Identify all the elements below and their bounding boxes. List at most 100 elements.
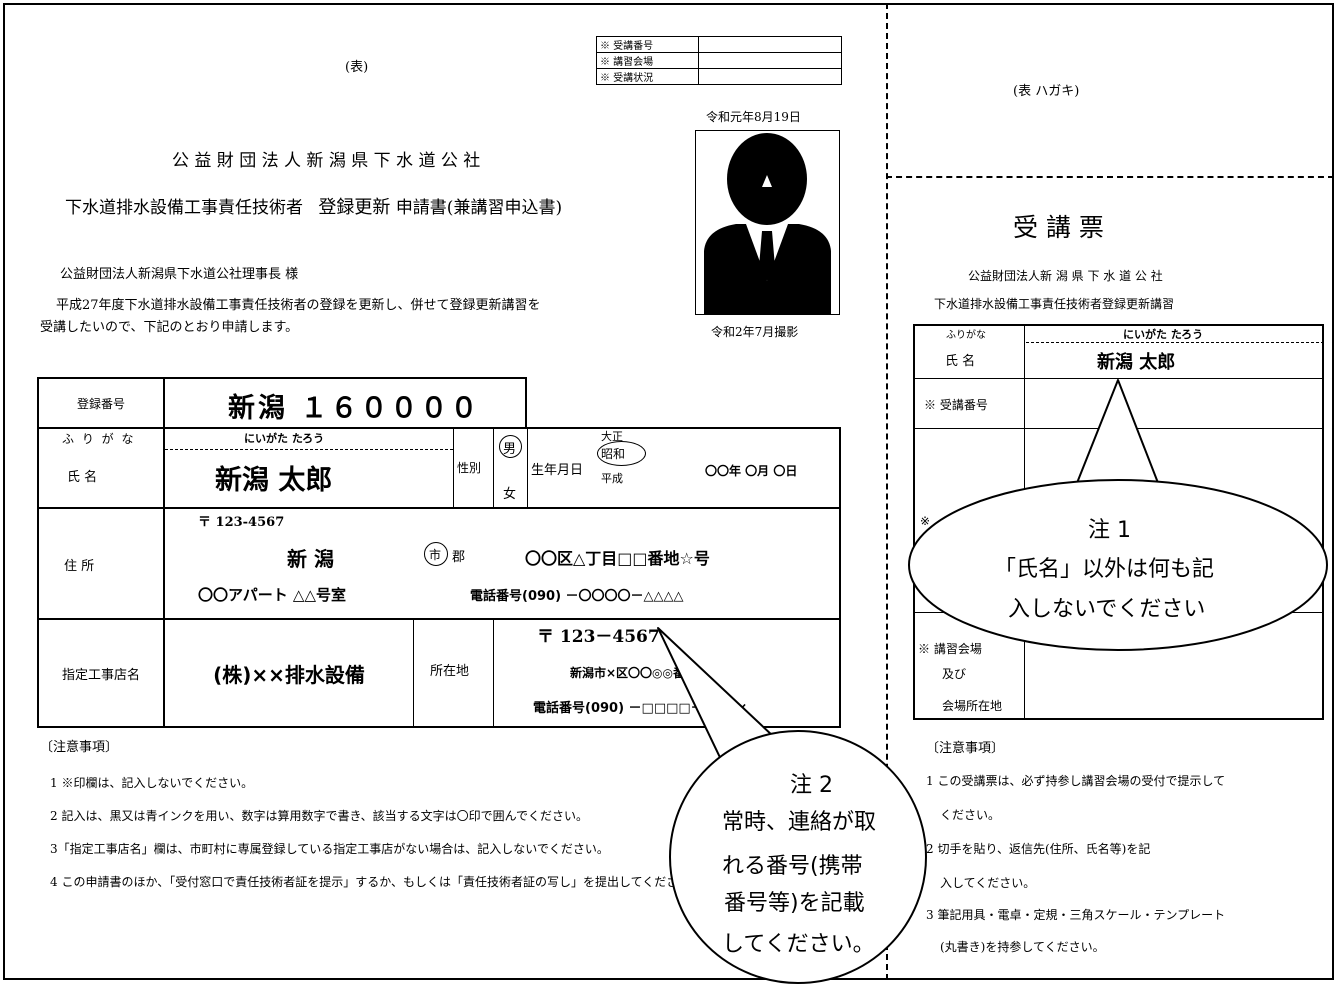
form-title-part: 下水道排水設備工事責任技術者 bbox=[65, 198, 303, 218]
card-table bbox=[913, 324, 1324, 720]
addressee: 公益財団法人新潟県下水道公社理事長 様 bbox=[60, 267, 299, 282]
era-option: 昭和 bbox=[601, 447, 626, 461]
callout-2-text: 常時、連絡が取 bbox=[722, 810, 877, 835]
furigana-value: にいがた たろう bbox=[244, 432, 325, 445]
address-street: 〇〇区△丁目□□番地☆号 bbox=[525, 549, 710, 568]
front-label: (表) bbox=[345, 60, 369, 75]
application-date: 令和元年8月19日 bbox=[706, 110, 801, 124]
id-photo bbox=[695, 130, 840, 315]
birth-label: 生年月日 bbox=[531, 463, 584, 478]
form-title-part: 登録更新 bbox=[318, 197, 391, 218]
callout-bubble-2 bbox=[669, 730, 927, 984]
label-column-divider bbox=[163, 377, 165, 728]
location-label: 所在地 bbox=[430, 664, 470, 679]
notes-heading: 〔注意事項〕 bbox=[40, 740, 119, 755]
address-building: 〇〇アパート △△号室 bbox=[198, 586, 346, 604]
status-value bbox=[698, 68, 842, 85]
card-org: 公益財団法人新 潟 県 下 水 道 公 社 bbox=[968, 269, 1163, 283]
cell-divider bbox=[453, 427, 454, 507]
organization-name: 公 益 財 団 法 人 新 潟 県 下 水 道 公 社 bbox=[172, 151, 481, 171]
applicant-phone: 電話番号(090) －〇〇〇〇－△△△△ bbox=[470, 589, 684, 604]
card-row-divider bbox=[913, 378, 1324, 379]
photo-caption: 令和2年7月撮影 bbox=[711, 325, 799, 339]
callout-2-title: 注 2 bbox=[790, 773, 833, 798]
registration-number: 新潟 １６００００ bbox=[228, 393, 481, 424]
page-frame bbox=[3, 3, 1334, 980]
callout-bubble-1 bbox=[1074, 379, 1161, 489]
cell-divider bbox=[493, 427, 494, 507]
card-venue-label: ※ 講習会場 bbox=[918, 642, 982, 656]
callout-1-text: 入しないでください bbox=[1008, 597, 1206, 622]
fold-line-horizontal bbox=[886, 176, 1334, 178]
note-item: 3「指定工事店名」欄は、市町村に専属登録している指定工事店がない場合は、記入しな… bbox=[50, 842, 609, 856]
status-label: ※ 受講状況 bbox=[596, 68, 699, 85]
callout-2-text: してください。 bbox=[722, 932, 875, 957]
row-divider bbox=[37, 618, 841, 620]
address-city: 新 潟 bbox=[287, 547, 334, 571]
furigana-label: ふ り が な bbox=[62, 432, 136, 446]
card-note-line: 3 筆記用具・電卓・定規・三角スケール・テンプレート bbox=[926, 908, 1226, 922]
selection-circle bbox=[597, 441, 646, 466]
card-note-line: 1 この受講票は、必ず持参し講習会場の受付で提示して bbox=[926, 774, 1226, 788]
card-furigana-label: ふりがな bbox=[946, 330, 986, 341]
form-title: 下水道排水設備工事責任技術者 登録更新 申請書(兼講習申込書) bbox=[65, 193, 562, 219]
shop-postal: 〒 123－4567 bbox=[537, 627, 660, 647]
card-number-label: ※ 受講番号 bbox=[924, 398, 988, 412]
callout-1-text: 「氏名」以外は何も記 bbox=[994, 557, 1215, 582]
cell-divider bbox=[493, 618, 494, 728]
sex-male: 男 bbox=[503, 442, 517, 457]
intro-line: 平成27年度下水道排水設備工事責任技術者の登録を更新し、併せて登録更新講習を bbox=[56, 298, 541, 313]
callout-bubble-1 bbox=[908, 479, 1328, 651]
selection-circle bbox=[499, 435, 522, 458]
furigana-guide bbox=[165, 449, 453, 450]
callout-2-text: 番号等)を記載 bbox=[724, 891, 865, 916]
card-venue-label: 及び bbox=[942, 667, 967, 681]
office-status-table: ※ 受講番号 ※ 講習会場 ※ 受講状況 bbox=[596, 36, 842, 85]
shop-address: 新潟市×区〇〇◎◎番地 bbox=[570, 666, 697, 680]
person-silhouette-icon bbox=[704, 133, 831, 314]
era-option: 大正 bbox=[601, 430, 623, 443]
card-title: 受 講 票 bbox=[1013, 213, 1104, 242]
sex-female: 女 bbox=[503, 487, 517, 502]
shop-label: 指定工事店名 bbox=[61, 667, 140, 683]
cell-divider bbox=[527, 427, 528, 507]
registration-label: 登録番号 bbox=[76, 396, 125, 411]
card-venue-label: 会場所在地 bbox=[942, 699, 1003, 713]
address-district: 郡 bbox=[452, 550, 466, 565]
postal-code: 〒 123-4567 bbox=[198, 515, 285, 530]
card-note-line: 2 切手を貼り、返信先(住所、氏名等)を記 bbox=[926, 842, 1151, 856]
card-furigana-value: にいがた たろう bbox=[1123, 328, 1204, 341]
sex-label: 性別 bbox=[457, 461, 482, 475]
intro-line: 受講したいので、下記のとおり申請します。 bbox=[40, 320, 299, 335]
note-item: 2 記入は、黒又は青インクを用い、数字は算用数字で書き、該当する文字は〇印で囲ん… bbox=[50, 809, 589, 823]
cell-divider bbox=[413, 618, 414, 728]
card-course: 下水道排水設備工事責任技術者登録更新講習 bbox=[934, 297, 1175, 311]
row-divider bbox=[37, 507, 841, 509]
address-city-type: 市 bbox=[429, 548, 442, 562]
card-furigana-guide bbox=[1026, 342, 1324, 343]
era-option: 平成 bbox=[601, 472, 623, 485]
card-name-label: 氏 名 bbox=[945, 354, 976, 369]
card-mid-label: ※ bbox=[920, 514, 931, 528]
applicant-name: 新潟 太郎 bbox=[215, 465, 333, 496]
note-item: 1 ※印欄は、記入しないでください。 bbox=[50, 776, 254, 790]
card-notes-heading: 〔注意事項〕 bbox=[926, 741, 1005, 756]
form-title-part: 申請書(兼講習申込書) bbox=[395, 198, 563, 218]
callout-1-title: 注 1 bbox=[1088, 518, 1131, 543]
name-label: 氏 名 bbox=[67, 470, 98, 485]
card-note-line: 入してください。 bbox=[940, 876, 1036, 890]
card-front-label: (表 ハガキ) bbox=[1013, 84, 1080, 99]
selection-circle bbox=[424, 542, 448, 566]
birth-date: 〇〇年 〇月 〇日 bbox=[705, 464, 798, 478]
applicant-table bbox=[37, 427, 841, 728]
address-label: 住 所 bbox=[64, 559, 95, 574]
callout-2-text: れる番号(携帯 bbox=[722, 854, 863, 879]
fold-line-vertical bbox=[886, 3, 888, 980]
shop-name: (株)××排水設備 bbox=[213, 662, 365, 687]
note-item: 4 この申請書のほか、「受付窓口で責任技術者証を提示」するか、もしくは「責任技術… bbox=[50, 875, 703, 889]
callout-bubble-2 bbox=[657, 627, 791, 771]
card-note-line: (丸書き)を持参してください。 bbox=[940, 940, 1105, 954]
card-note-line: ください。 bbox=[940, 808, 1001, 822]
card-name-value: 新潟 太郎 bbox=[1097, 352, 1176, 373]
